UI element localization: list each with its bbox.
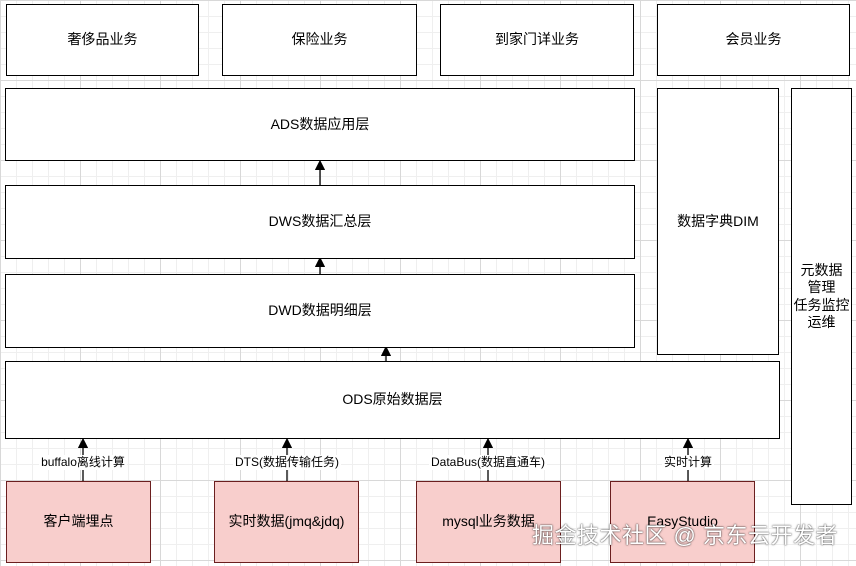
edge-label-realtime: DTS(数据传输任务) [233,455,341,470]
source-client: 客户端埋点 [6,481,151,563]
edge-label-mysql: DataBus(数据直通车) [428,455,548,470]
source-mysql-label: mysql业务数据 [442,513,535,530]
source-easystudio-label: EasyStudio [647,513,718,530]
source-realtime-label: 实时数据(jmq&jdq) [228,513,345,530]
business-insurance: 保险业务 [222,4,417,76]
source-mysql: mysql业务数据 [416,481,561,563]
edge-label-easystudio: 实时计算 [661,455,715,470]
layer-ads: ADS数据应用层 [5,88,635,161]
metadata-box: 元数据 管理 任务监控 运维 [791,88,852,505]
business-membership-label: 会员业务 [725,31,782,48]
layer-dws-label: DWS数据汇总层 [268,213,372,230]
source-easystudio: EasyStudio [610,481,755,563]
edge-label-client: buffalo离线计算 [39,455,127,470]
layer-ods-label: ODS原始数据层 [342,391,443,408]
metadata-line-1: 元数据 [800,261,843,278]
metadata-line-2: 管理 [807,279,836,295]
source-client-label: 客户端埋点 [43,513,114,530]
business-luxury: 奢侈品业务 [6,4,199,76]
layer-ads-label: ADS数据应用层 [270,115,370,132]
dim-box: 数据字典DIM [657,88,779,355]
metadata-label: 元数据 管理 任务监控 运维 [794,262,850,332]
metadata-line-4: 运维 [807,314,836,330]
business-insurance-label: 保险业务 [291,31,348,48]
business-luxury-label: 奢侈品业务 [67,31,138,48]
watermark: 掘金技术社区 @ 京东云开发者 [531,523,838,548]
source-realtime: 实时数据(jmq&jdq) [214,481,359,563]
business-membership: 会员业务 [657,4,850,76]
business-home-service-label: 到家门详业务 [495,31,579,48]
layer-dwd-label: DWD数据明细层 [268,302,372,319]
layer-dws: DWS数据汇总层 [5,185,635,259]
business-home-service: 到家门详业务 [440,4,634,76]
dim-label: 数据字典DIM [677,212,759,229]
layer-ods: ODS原始数据层 [5,361,780,439]
layer-dwd: DWD数据明细层 [5,274,635,348]
metadata-line-3: 任务监控 [793,296,850,313]
